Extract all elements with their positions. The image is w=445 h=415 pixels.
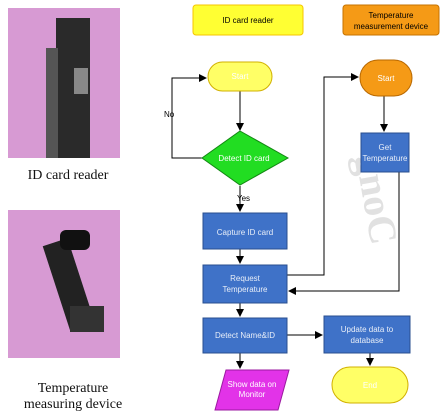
temp-device-head xyxy=(60,230,90,250)
node-request-temp xyxy=(202,264,288,304)
temp-caption-line2: measuring device xyxy=(23,397,123,412)
node-end-text: End xyxy=(363,381,377,390)
id-card-reader-photo xyxy=(8,8,120,158)
edge-no-label: No xyxy=(164,110,175,119)
node-update-db xyxy=(323,315,411,354)
node-start-left xyxy=(207,61,273,92)
node-start-left-text: Start xyxy=(232,72,250,81)
edge-no-loop xyxy=(171,74,207,159)
node-start-right xyxy=(359,59,413,97)
reader-caption: ID card reader xyxy=(27,168,109,183)
node-detect-id xyxy=(201,130,290,186)
node-update-line1: Update data to xyxy=(341,325,394,334)
node-show-line2: Monitor xyxy=(239,390,266,399)
header-temp-line1: Temperature xyxy=(369,11,414,20)
node-show-data xyxy=(214,369,290,411)
header-id-reader-text: ID card reader xyxy=(222,16,273,25)
node-request-line2: Temperature xyxy=(223,285,268,294)
node-detect-id-text: Detect ID card xyxy=(218,154,269,163)
temperature-device-photo xyxy=(8,210,120,358)
node-detect-name-text: Detect Name&ID xyxy=(215,331,275,340)
temp-caption: Temperature measuring device xyxy=(8,381,138,413)
node-update-line2: database xyxy=(351,336,384,345)
header-id-reader xyxy=(192,4,304,36)
node-detect-name xyxy=(202,317,288,354)
edge-request-to-start-right xyxy=(287,73,359,276)
temp-device-clamp xyxy=(70,306,104,332)
edge-get-to-request xyxy=(288,172,400,295)
node-get-line2: Temperature xyxy=(363,154,408,163)
edge-yes-label: Yes xyxy=(237,194,250,203)
header-temp-device xyxy=(342,4,440,36)
reader-device-side xyxy=(46,48,58,158)
node-get-line1: Get xyxy=(379,143,393,152)
header-temp-line2: measurement device xyxy=(354,22,429,31)
reader-device-panel xyxy=(74,68,88,94)
temp-caption-line1: Temperature xyxy=(37,381,109,396)
node-end xyxy=(331,366,409,404)
node-capture-text: Capture ID card xyxy=(217,228,273,237)
node-show-line1: Show data on xyxy=(228,380,277,389)
node-capture xyxy=(202,212,288,250)
node-get-temp xyxy=(360,132,410,173)
node-start-right-text: Start xyxy=(378,74,396,83)
node-request-line1: Request xyxy=(230,274,261,283)
